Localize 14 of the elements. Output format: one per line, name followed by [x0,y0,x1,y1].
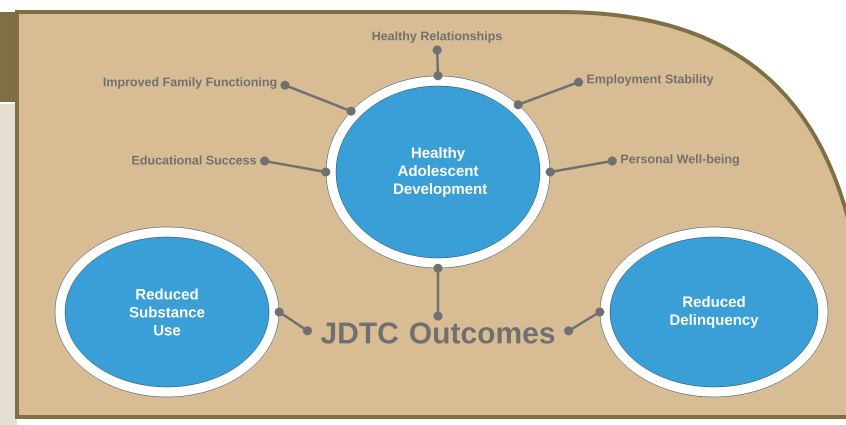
connector-line [260,156,330,176]
center-title: JDTC Outcomes [320,322,554,344]
outcome-label: Personal Well-being [621,154,739,166]
connector-line [564,308,604,336]
outcome-label: Educational Success [132,155,256,165]
outcome-label: Improved Family Functioning [104,77,276,89]
connector-line [514,78,584,110]
connector-line [546,156,617,176]
outcome-label: Healthy Relationships [372,31,502,43]
outcome-label: Employment Stability [587,74,714,86]
connector-line [434,264,442,321]
connector-line [280,80,356,116]
connector-line [432,46,442,80]
connector-line [274,308,312,336]
